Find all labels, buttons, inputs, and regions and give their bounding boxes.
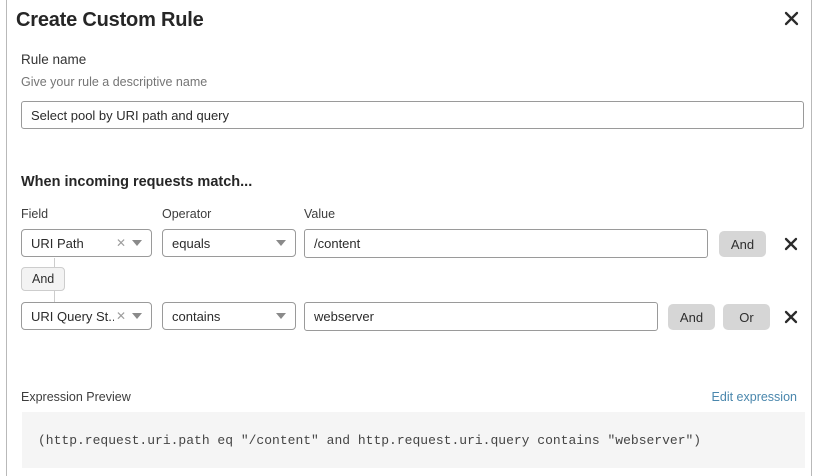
chevron-down-icon xyxy=(132,313,142,319)
value-input-row-2[interactable] xyxy=(304,302,658,331)
field-select-value-row-2: URI Query St... xyxy=(31,308,114,324)
remove-condition-row-2[interactable] xyxy=(781,307,801,327)
column-header-value: Value xyxy=(304,207,336,221)
create-custom-rule-dialog: Create Custom Rule Rule name Give your r… xyxy=(6,0,812,476)
expression-preview-code: (http.request.uri.path eq "/content" and… xyxy=(38,432,702,448)
rule-name-input[interactable] xyxy=(21,101,804,129)
dialog-title: Create Custom Rule xyxy=(16,9,204,31)
value-input-row-1[interactable] xyxy=(304,229,708,258)
chevron-down-icon xyxy=(276,313,286,319)
clear-icon[interactable]: ✕ xyxy=(115,236,126,250)
group-connector-and-button[interactable]: And xyxy=(21,267,66,291)
connector-line-bottom xyxy=(54,291,55,302)
operator-select-row-2[interactable]: contains xyxy=(162,302,296,330)
or-button-row-2[interactable]: Or xyxy=(723,304,770,330)
operator-select-value-row-1: equals xyxy=(172,235,211,251)
rule-name-description: Give your rule a descriptive name xyxy=(21,75,208,89)
field-select-row-2[interactable]: URI Query St... ✕ xyxy=(21,302,152,330)
expression-preview-label: Expression Preview xyxy=(21,390,131,404)
edit-expression-link[interactable]: Edit expression xyxy=(711,390,797,404)
chevron-down-icon xyxy=(276,240,286,246)
close-icon[interactable] xyxy=(779,6,803,30)
clear-icon[interactable]: ✕ xyxy=(115,309,126,323)
operator-select-value-row-2: contains xyxy=(172,308,221,324)
operator-select-row-1[interactable]: equals xyxy=(162,229,296,257)
and-button-row-2[interactable]: And xyxy=(668,304,715,330)
conditions-section-title: When incoming requests match... xyxy=(21,174,253,190)
chevron-down-icon xyxy=(132,240,142,246)
column-header-operator: Operator xyxy=(162,207,212,221)
field-select-row-1[interactable]: URI Path ✕ xyxy=(21,229,152,257)
expression-preview-code-block: (http.request.uri.path eq "/content" and… xyxy=(22,412,805,468)
field-select-value-row-1: URI Path xyxy=(31,235,84,251)
column-header-field: Field xyxy=(21,207,49,221)
and-button-row-1[interactable]: And xyxy=(719,231,766,257)
remove-condition-row-1[interactable] xyxy=(781,234,801,254)
connector-line-top xyxy=(54,258,55,268)
rule-name-label: Rule name xyxy=(21,52,87,67)
